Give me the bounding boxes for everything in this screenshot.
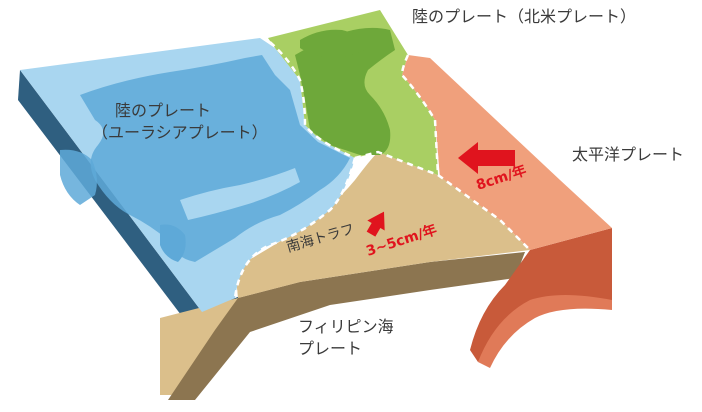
eurasian-plate-label-line2: （ユーラシアプレート） [92, 123, 268, 142]
boundary-philippine-pacific [437, 173, 531, 251]
eurasian-plate-label-line1: 陸のプレート [115, 101, 211, 120]
japan-honshu-west [180, 168, 300, 220]
philippine-motion-arrow-icon [366, 211, 385, 237]
boundary-north-america-pacific [400, 54, 440, 176]
philippine-plate-label-line2: プレート [298, 339, 362, 358]
boundary-eurasian-philippine [233, 157, 357, 299]
eurasian-plate-side [18, 70, 202, 340]
eurasian-landmass [80, 55, 350, 262]
japan-kyushu [160, 224, 186, 262]
pacific-plate-curve [478, 295, 612, 368]
north-america-landmass [295, 27, 395, 155]
pacific-plate-label: 太平洋プレート [572, 145, 684, 164]
pacific-plate-side [470, 228, 612, 362]
korea-peninsula [60, 149, 97, 205]
boundary-north-america-philippine [354, 150, 439, 177]
boundary-eurasian-north-america [269, 41, 356, 160]
pacific-motion-arrow-icon [458, 142, 515, 174]
philippine-plate-label-line1: フィリピン海 [298, 317, 394, 336]
hokkaido-island [300, 29, 368, 58]
north-america-plate-label: 陸のプレート（北米プレート） [412, 7, 636, 26]
philippine-plate-slab-side [168, 252, 525, 400]
